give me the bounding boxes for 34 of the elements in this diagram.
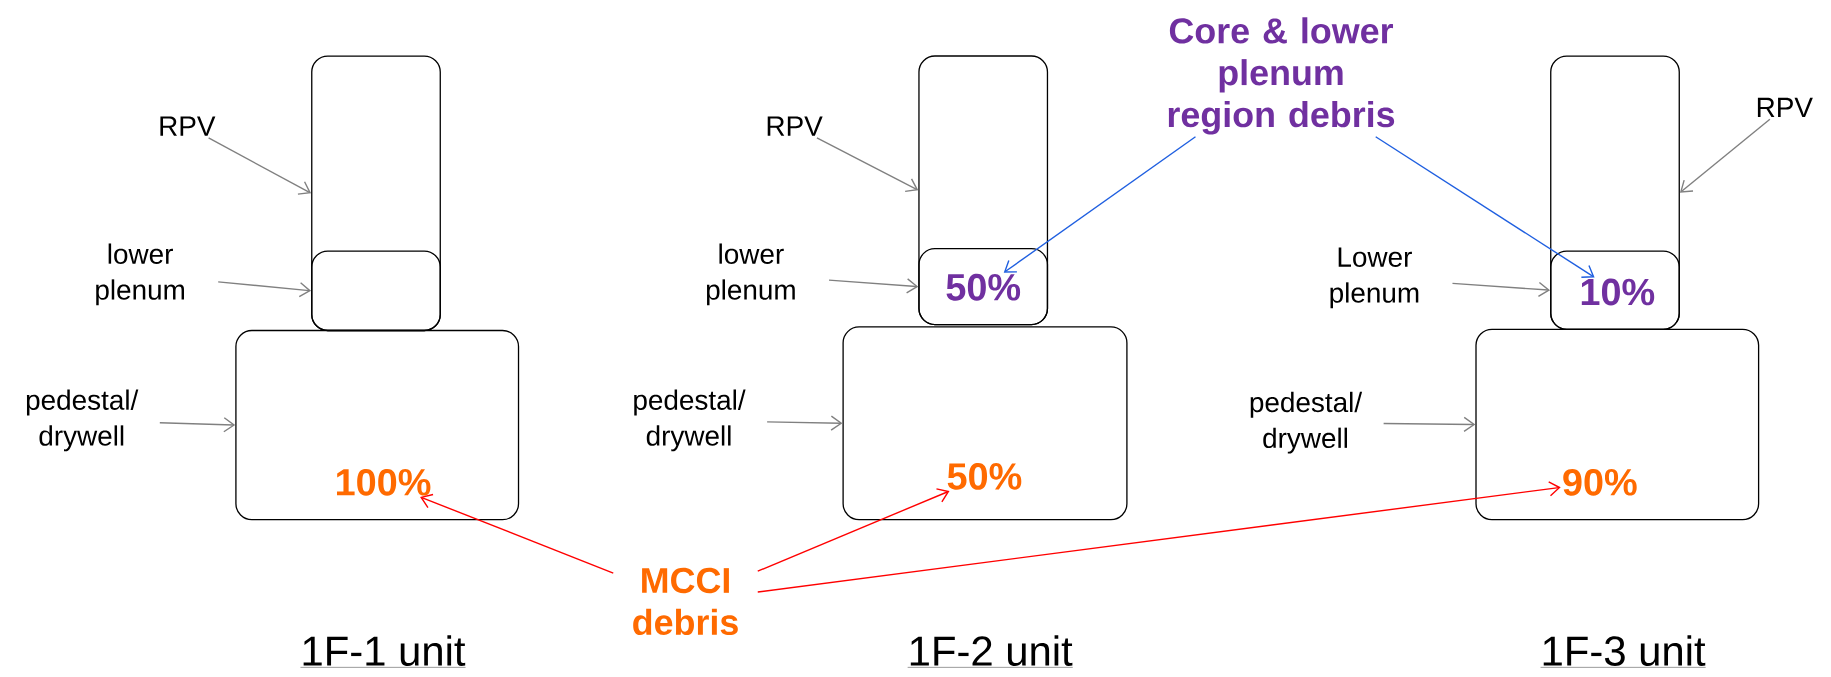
part-label: lower plenum bbox=[706, 243, 795, 306]
arrow bbox=[816, 137, 919, 193]
arrow bbox=[159, 417, 236, 433]
arrow bbox=[757, 481, 1561, 593]
arrow bbox=[828, 278, 919, 294]
callout-text: Core & lower plenum region debris bbox=[1168, 17, 1395, 135]
arrow bbox=[1382, 416, 1476, 433]
part-label: lower plenum bbox=[96, 243, 184, 306]
percentage-value: 50% bbox=[947, 463, 1022, 490]
arrow bbox=[757, 488, 950, 572]
arrow bbox=[420, 493, 614, 574]
arrow bbox=[1451, 281, 1551, 298]
percentage-value: 50% bbox=[946, 273, 1021, 301]
arrow bbox=[766, 415, 843, 431]
percentage-value: 100% bbox=[337, 468, 431, 496]
part-label: Lower plenum bbox=[1330, 247, 1419, 309]
part-label: pedestal/ drywell bbox=[26, 389, 139, 452]
unit-title: 1F-1 unit bbox=[300, 635, 466, 668]
percentage-value: 90% bbox=[1563, 468, 1637, 496]
arrow bbox=[1003, 136, 1197, 273]
part-label: pedestal/ drywell bbox=[1250, 391, 1363, 454]
arrow bbox=[1374, 136, 1595, 278]
unit-title: 1F-2 unit bbox=[907, 635, 1073, 668]
part-label: RPV bbox=[160, 116, 216, 136]
vessel-box bbox=[311, 250, 441, 332]
part-label: pedestal/ drywell bbox=[634, 389, 746, 452]
callout-text: MCCI debris bbox=[633, 567, 738, 635]
percentage-value: 10% bbox=[1581, 278, 1655, 306]
unit-title: 1F-3 unit bbox=[1540, 635, 1706, 668]
part-label: RPV bbox=[767, 116, 823, 136]
part-label: RPV bbox=[1757, 97, 1813, 117]
arrow bbox=[217, 281, 312, 298]
arrow bbox=[1679, 118, 1771, 193]
arrow bbox=[207, 137, 312, 195]
